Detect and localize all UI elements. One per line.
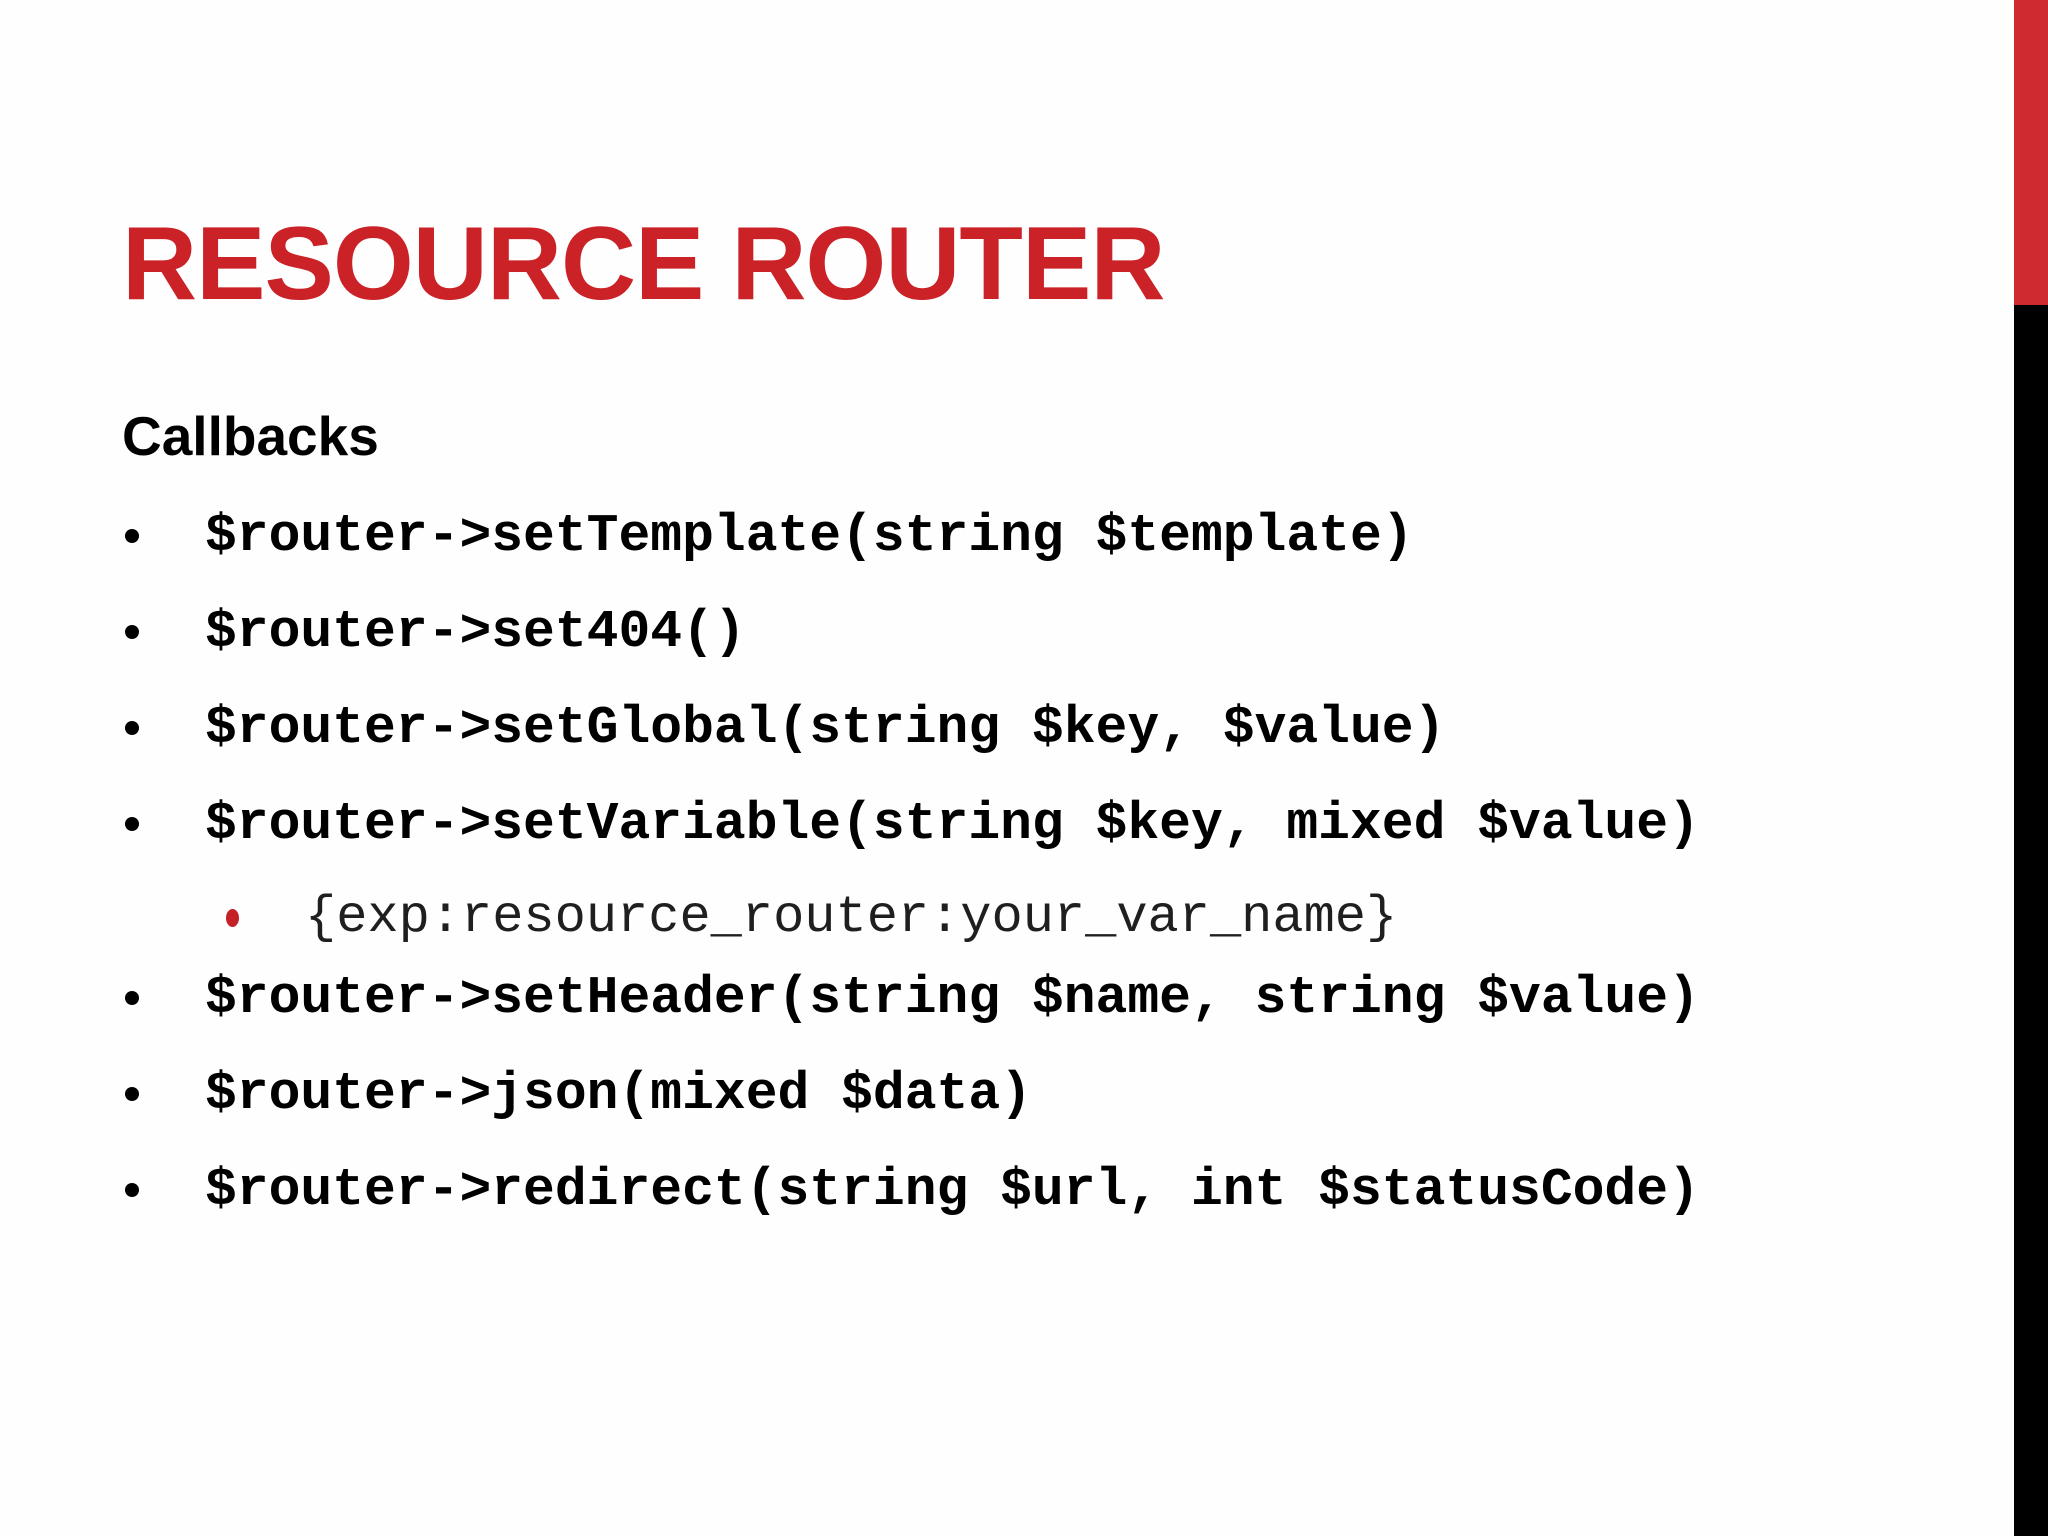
slide-content: RESOURCE ROUTER Callbacks $router->setTe… — [122, 210, 1908, 1256]
section-heading: Callbacks — [122, 405, 379, 468]
bullet-dot-red-icon — [226, 908, 239, 927]
list-item: $router->setTemplate(string $template) — [122, 506, 1908, 566]
code-text: $router->setGlobal(string $key, $value) — [205, 697, 1446, 758]
bullet-dot-icon — [125, 528, 139, 543]
code-text: $router->setVariable(string $key, mixed … — [205, 793, 1700, 854]
list-item: $router->setHeader(string $name, string … — [122, 968, 1908, 1028]
list-item: $router->set404() — [122, 602, 1908, 662]
code-text: $router->setHeader(string $name, string … — [205, 967, 1700, 1028]
code-text: {exp:resource_router:your_var_name} — [305, 887, 1398, 947]
list-item-sub: {exp:resource_router:your_var_name} — [122, 887, 1908, 947]
slide-title: RESOURCE ROUTER — [122, 206, 1165, 322]
bullet-dot-icon — [125, 624, 139, 639]
code-text: $router->set404() — [205, 601, 746, 662]
list-item: $router->setGlobal(string $key, $value) — [122, 698, 1908, 758]
bullet-dot-icon — [125, 1086, 139, 1101]
bullet-dot-icon — [125, 1182, 139, 1197]
bullet-dot-icon — [125, 720, 139, 735]
code-text: $router->redirect(string $url, int $stat… — [205, 1159, 1700, 1220]
code-text: $router->setTemplate(string $template) — [205, 505, 1414, 566]
callback-list: $router->setTemplate(string $template) $… — [122, 506, 1908, 1220]
bullet-dot-icon — [125, 990, 139, 1005]
accent-bar-black — [2014, 305, 2048, 1536]
list-item: $router->redirect(string $url, int $stat… — [122, 1160, 1908, 1220]
list-item: $router->setVariable(string $key, mixed … — [122, 794, 1908, 854]
list-item: $router->json(mixed $data) — [122, 1064, 1908, 1124]
code-text: $router->json(mixed $data) — [205, 1063, 1032, 1124]
accent-bar-red — [2014, 0, 2048, 305]
bullet-dot-icon — [125, 816, 139, 831]
